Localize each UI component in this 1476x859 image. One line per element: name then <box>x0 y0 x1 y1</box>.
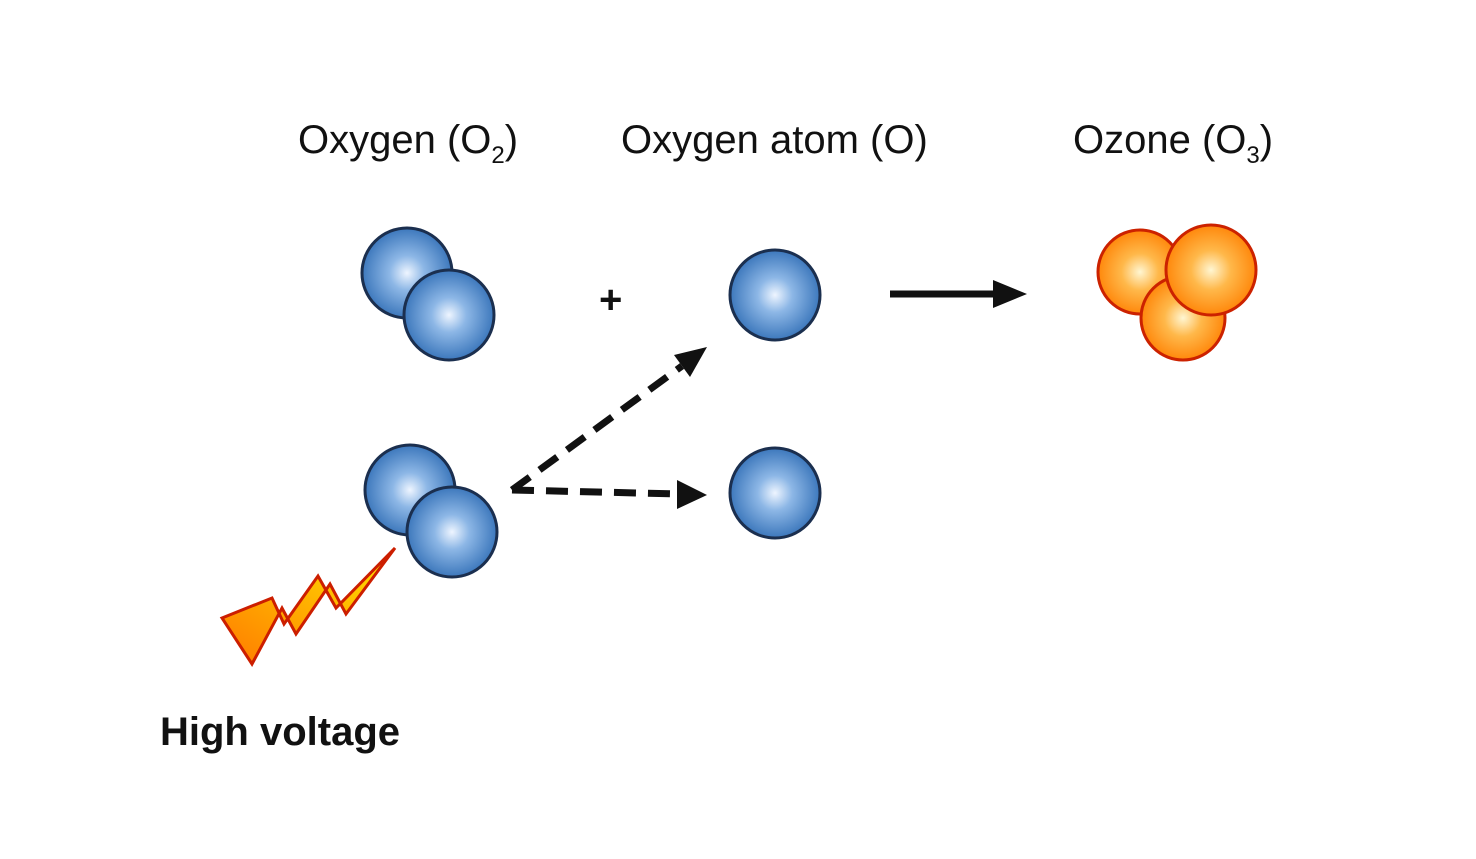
oxygen-atom-circle <box>405 485 499 579</box>
dashed-arrow-right <box>511 480 707 509</box>
oxygen-molecule-bottom <box>363 443 499 579</box>
dashed-arrow-up <box>509 347 707 493</box>
oxygen-atom-top <box>728 248 822 342</box>
ozone-molecule <box>1096 223 1258 362</box>
label-high-voltage: High voltage <box>160 710 401 754</box>
oxygen-molecule-top <box>360 226 496 362</box>
label-oxygen-molecule: Oxygen (O2) <box>298 118 519 169</box>
oxygen-atom-bottom <box>728 446 822 540</box>
label-oxygen-atom: Oxygen atom (O) <box>621 118 928 162</box>
ozone-atom-circle <box>1164 223 1258 317</box>
label-ozone: Ozone (O3) <box>1073 118 1274 169</box>
lightning-bolt-icon <box>219 546 397 667</box>
oxygen-atom-circle <box>402 268 496 362</box>
reaction-arrow <box>890 280 1027 308</box>
plus-sign: + <box>599 278 623 322</box>
